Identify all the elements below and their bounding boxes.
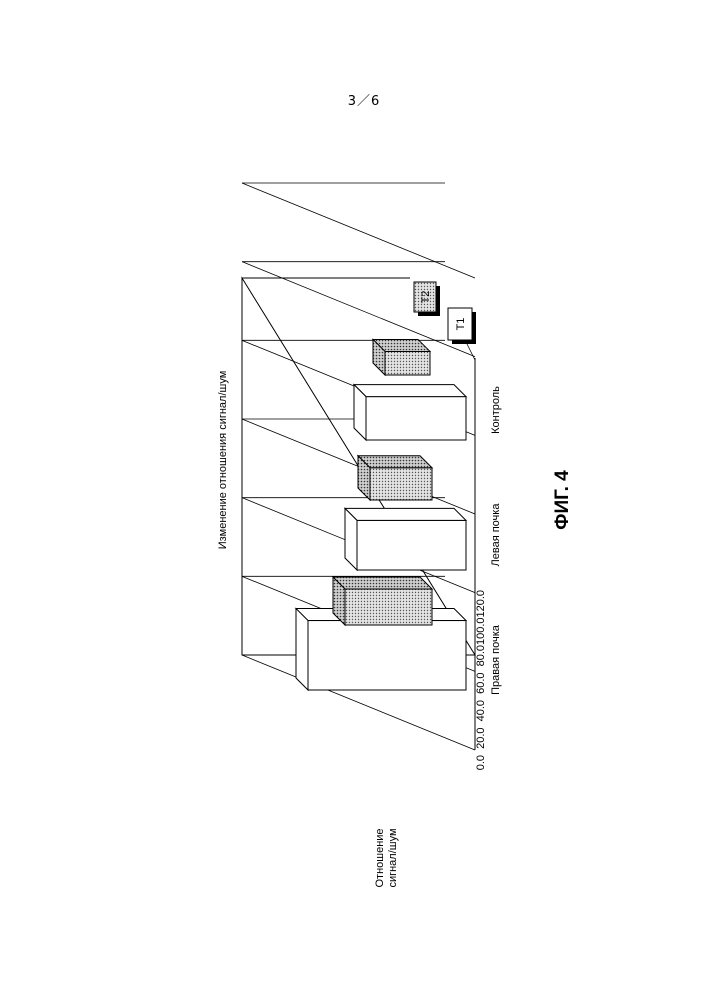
y-tick-label: 100.0: [475, 618, 487, 646]
y-tick-label: 40.0: [475, 700, 487, 721]
y-tick-label: 60.0: [475, 673, 487, 694]
t2-bar-1-top: [358, 456, 432, 468]
category-label: Контроль: [490, 386, 502, 434]
category-label: Левая почка: [490, 503, 502, 567]
legend-label: T2: [420, 291, 432, 304]
t2-bar-1: [370, 468, 432, 500]
t1-bar-1-top: [345, 508, 466, 520]
t2-bar-2: [385, 351, 430, 375]
y-axis-label: Отношение: [374, 828, 386, 887]
floor-gridline: [242, 262, 475, 357]
y-tick-label: 20.0: [475, 728, 487, 749]
t1-bar-1: [357, 520, 466, 570]
t2-bar-0-top: [333, 577, 432, 589]
floor-gridline: [242, 183, 475, 278]
y-tick-label: 0.0: [475, 755, 487, 770]
y-axis-label: сигнал/шум: [387, 828, 399, 887]
y-tick-label: 80.0: [475, 645, 487, 666]
legend-label: T1: [455, 318, 467, 331]
category-label: Правая почка: [490, 624, 502, 695]
t1-bar-0: [308, 621, 466, 690]
chart-title: Изменение отношения сигнал/шум: [217, 371, 229, 550]
t1-bar-2-top: [354, 385, 466, 397]
t1-bar-0-side: [296, 609, 308, 690]
figure-label: ФИГ. 4: [552, 470, 573, 530]
t1-bar-2: [366, 397, 466, 440]
y-tick-label: 120.0: [475, 590, 487, 618]
t2-bar-0: [345, 589, 432, 625]
